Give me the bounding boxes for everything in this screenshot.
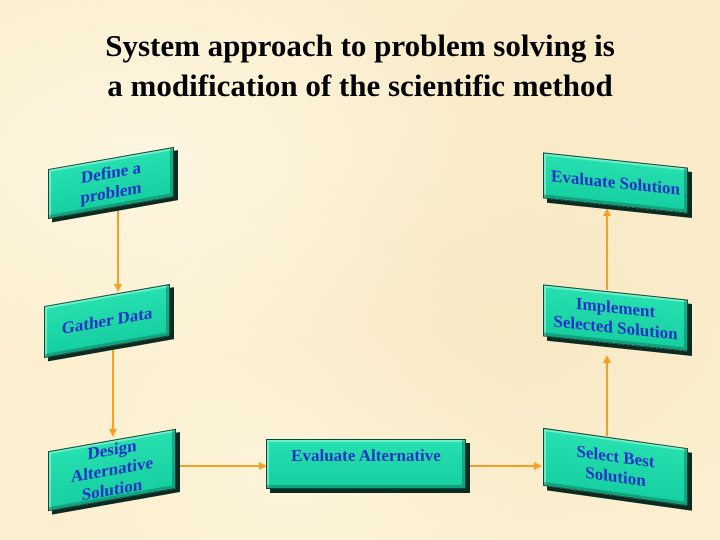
slide-title: System approach to problem solving is a … (0, 26, 720, 106)
title-line-1: System approach to problem solving is (105, 28, 615, 63)
title-line-2: a modification of the scientific method (107, 68, 613, 103)
step-evaluate-alternative: Evaluate Alternative (266, 439, 466, 489)
